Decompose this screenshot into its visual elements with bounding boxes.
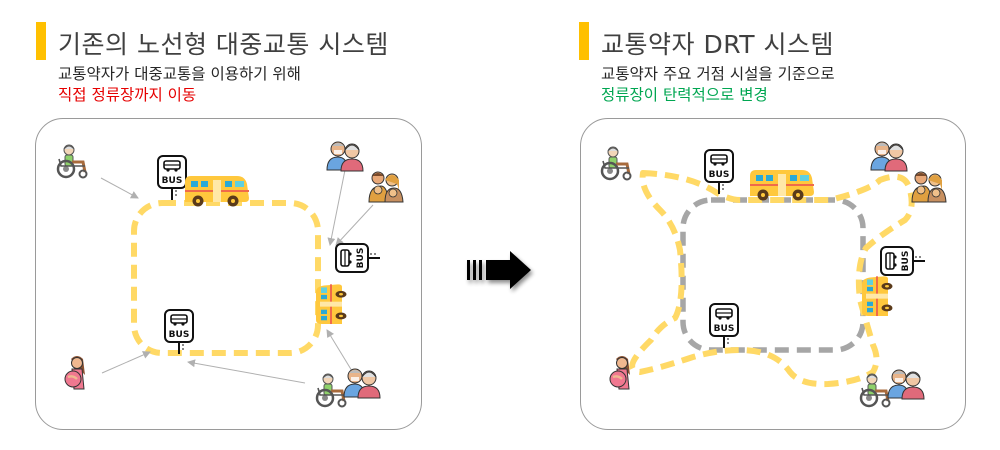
left-arrow-wheelchair — [100, 177, 139, 199]
left-bus-stop-top — [157, 155, 187, 201]
right-desc-highlight: 정류장이 탄력적으로 변경 — [601, 86, 768, 104]
left-family-icon — [368, 171, 404, 203]
right-section-title: 교통약자 DRT 시스템 — [601, 30, 834, 59]
left-bus-icon-right — [316, 284, 347, 324]
right-title-accent-bar — [579, 22, 589, 60]
left-bus-stop-right — [335, 243, 381, 273]
left-bottom-elderly-icon — [343, 368, 381, 399]
right-bus-icon-right — [862, 276, 893, 316]
right-bottom-wheelchair-icon — [859, 372, 891, 408]
left-arrow-family — [335, 204, 374, 246]
right-pregnant-woman-icon — [608, 354, 632, 391]
left-elderly-couple-icon — [326, 141, 364, 172]
left-bus-route — [131, 200, 321, 356]
left-desc-line1: 교통약자가 대중교통을 이용하기 위해 — [58, 65, 301, 83]
left-arrow-pregnant — [101, 351, 151, 374]
left-pregnant-woman-icon — [63, 354, 87, 391]
left-bus-icon-top — [185, 176, 249, 207]
right-bus-stop-right — [880, 246, 926, 276]
left-arrow-elderly — [327, 169, 346, 246]
left-bottom-wheelchair-icon — [315, 372, 347, 408]
left-title-accent-bar — [36, 22, 46, 60]
right-wheelchair-user-icon — [600, 145, 632, 181]
left-section-description: 교통약자가 대중교통을 이용하기 위해 직접 정류장까지 이동 — [58, 64, 301, 106]
right-desc-line1: 교통약자 주요 거점 시설을 기준으로 — [601, 65, 835, 83]
right-bus-stop-bottom — [709, 303, 739, 349]
left-arrow-bottom-group — [187, 359, 306, 384]
right-bus-icon-top — [750, 170, 814, 201]
right-bottom-elderly-icon — [887, 369, 925, 400]
right-family-icon — [911, 171, 947, 203]
left-desc-highlight: 직접 정류장까지 이동 — [58, 86, 197, 104]
left-section-title: 기존의 노선형 대중교통 시스템 — [58, 30, 389, 59]
right-diagram — [600, 141, 947, 408]
left-diagram — [56, 141, 404, 408]
right-elderly-couple-icon — [870, 141, 908, 172]
left-arrow-bottom-group-2 — [326, 329, 353, 372]
left-bus-stop-bottom — [164, 309, 194, 355]
right-flexible-route — [629, 170, 915, 388]
right-section-description: 교통약자 주요 거점 시설을 기준으로 정류장이 탄력적으로 변경 — [601, 64, 835, 106]
left-wheelchair-user-icon — [56, 143, 88, 179]
transition-arrow-icon — [467, 251, 531, 289]
